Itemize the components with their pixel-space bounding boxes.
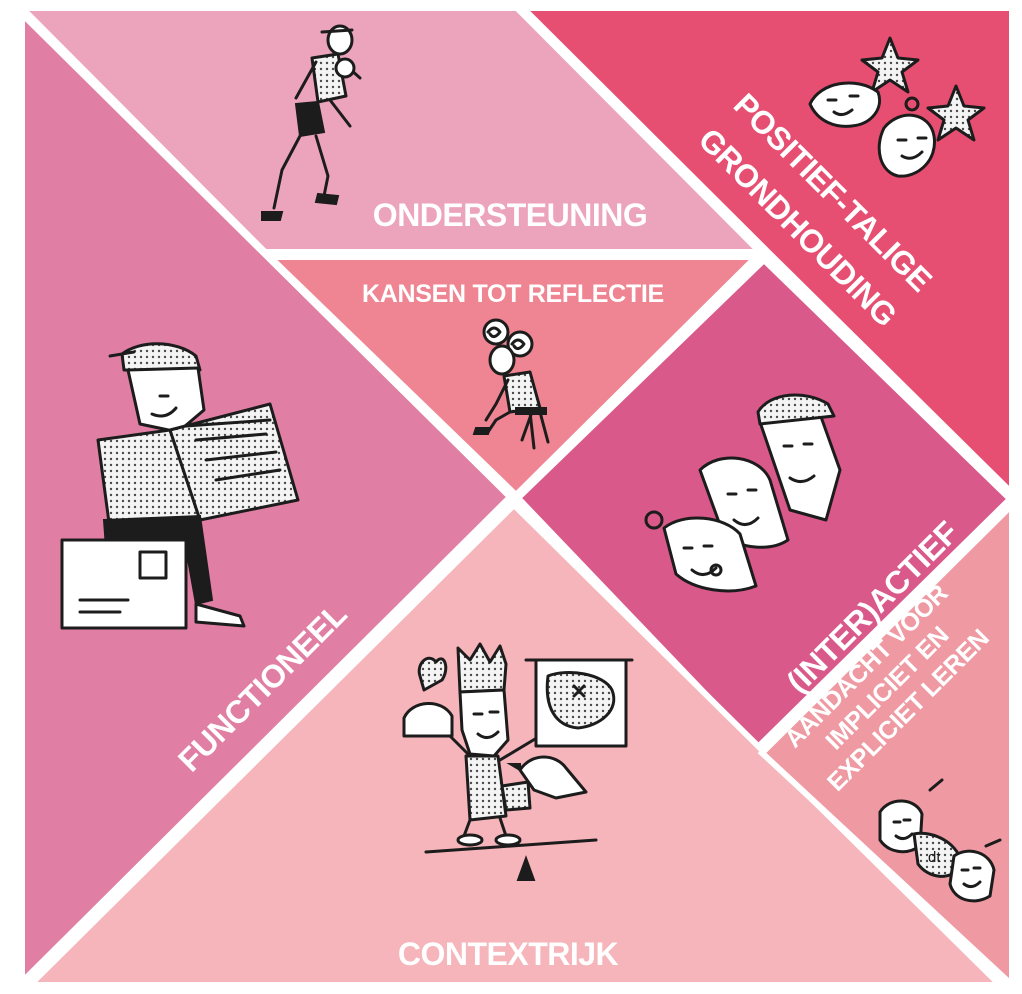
thinking-woman-on-stool-icon	[472, 318, 550, 450]
stars-and-faces-icon	[808, 36, 986, 178]
piece-ondersteuning	[14, 5, 768, 255]
group-of-heads-icon	[644, 393, 842, 593]
piggyback-figures-icon	[261, 24, 362, 221]
reading-man-on-parcel-icon	[60, 342, 300, 630]
king-teacher-with-map-icon	[402, 642, 634, 881]
label-ondersteuning: ONDERSTEUNING	[373, 197, 647, 233]
label-kansen-tot-reflectie: KANSEN TOT REFLECTIE	[362, 280, 664, 308]
label-contextrijk: CONTEXTRIJK	[398, 936, 619, 972]
dt-glyph: dt	[928, 849, 941, 866]
piece-contextrijk	[22, 500, 1008, 988]
two-faces-talking-icon: dt	[878, 778, 1002, 903]
